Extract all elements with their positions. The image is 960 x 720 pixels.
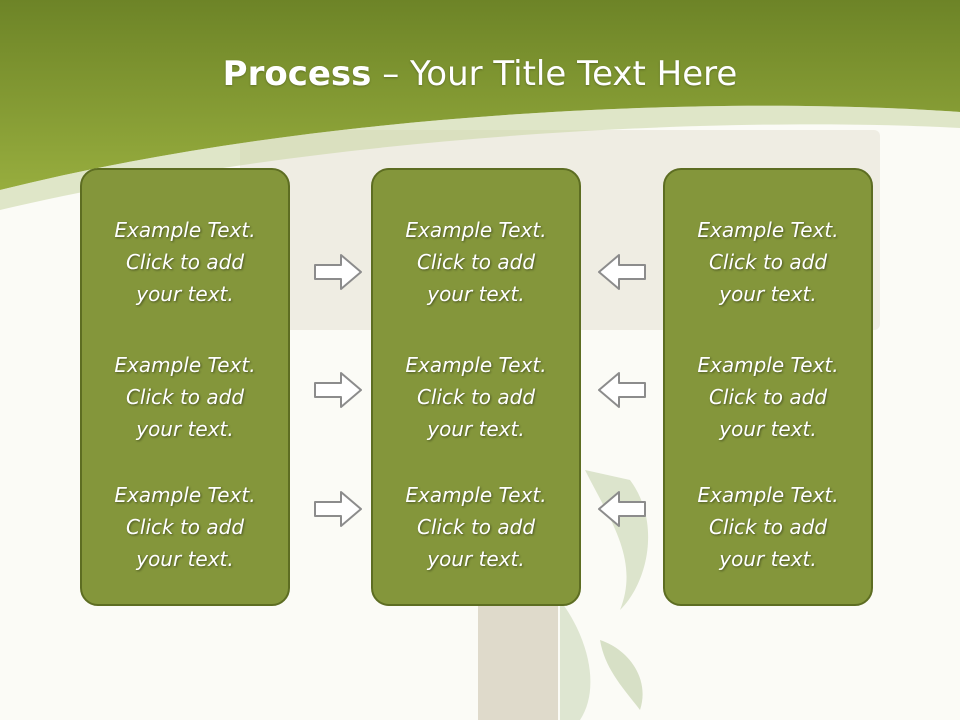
title-rest: Your Title Text Here (410, 54, 738, 94)
arrow-right-icon (314, 491, 362, 527)
slide-title: Process – Your Title Text Here (0, 50, 960, 98)
process-box-left[interactable]: Example Text. Click to add your text. Ex… (80, 168, 290, 606)
text-line: Click to add (125, 250, 245, 274)
text-line: your text. (136, 282, 234, 306)
text-line: your text. (136, 547, 234, 571)
process-box-right[interactable]: Example Text. Click to add your text. Ex… (663, 168, 873, 606)
text-block[interactable]: Example Text. Click to add your text. (82, 349, 288, 445)
arrow-left-icon (598, 372, 646, 408)
text-line: your text. (719, 282, 817, 306)
text-line: Example Text. (405, 353, 547, 377)
text-line: your text. (427, 547, 525, 571)
text-block[interactable]: Example Text. Click to add your text. (373, 214, 579, 310)
text-block[interactable]: Example Text. Click to add your text. (665, 479, 871, 575)
title-dash: – (371, 54, 411, 94)
text-line: Example Text. (697, 353, 839, 377)
header-band (0, 0, 960, 190)
text-line: your text. (427, 282, 525, 306)
text-line: Example Text. (697, 218, 839, 242)
arrow-left-icon (598, 254, 646, 290)
header-swoosh (0, 105, 960, 210)
text-line: Click to add (708, 250, 828, 274)
text-line: Click to add (125, 515, 245, 539)
text-line: Example Text. (405, 483, 547, 507)
text-line: Example Text. (114, 353, 256, 377)
arrow-left-icon (598, 491, 646, 527)
arrow-right-icon (314, 254, 362, 290)
text-line: Click to add (125, 385, 245, 409)
text-line: Example Text. (114, 483, 256, 507)
arrow-right-icon (314, 372, 362, 408)
leaf-decoration (600, 640, 643, 710)
process-box-center[interactable]: Example Text. Click to add your text. Ex… (371, 168, 581, 606)
text-line: your text. (427, 417, 525, 441)
text-line: Click to add (708, 515, 828, 539)
text-block[interactable]: Example Text. Click to add your text. (373, 479, 579, 575)
text-line: your text. (136, 417, 234, 441)
text-line: your text. (719, 547, 817, 571)
text-block[interactable]: Example Text. Click to add your text. (665, 214, 871, 310)
text-block[interactable]: Example Text. Click to add your text. (665, 349, 871, 445)
text-line: Example Text. (114, 218, 256, 242)
text-line: Click to add (416, 250, 536, 274)
text-block[interactable]: Example Text. Click to add your text. (82, 479, 288, 575)
text-line: Click to add (416, 515, 536, 539)
text-line: Click to add (416, 385, 536, 409)
text-line: Example Text. (405, 218, 547, 242)
title-bold: Process (222, 54, 372, 94)
leaf-decoration (560, 600, 591, 720)
text-block[interactable]: Example Text. Click to add your text. (82, 214, 288, 310)
text-line: Click to add (708, 385, 828, 409)
text-line: your text. (719, 417, 817, 441)
text-block[interactable]: Example Text. Click to add your text. (373, 349, 579, 445)
text-line: Example Text. (697, 483, 839, 507)
